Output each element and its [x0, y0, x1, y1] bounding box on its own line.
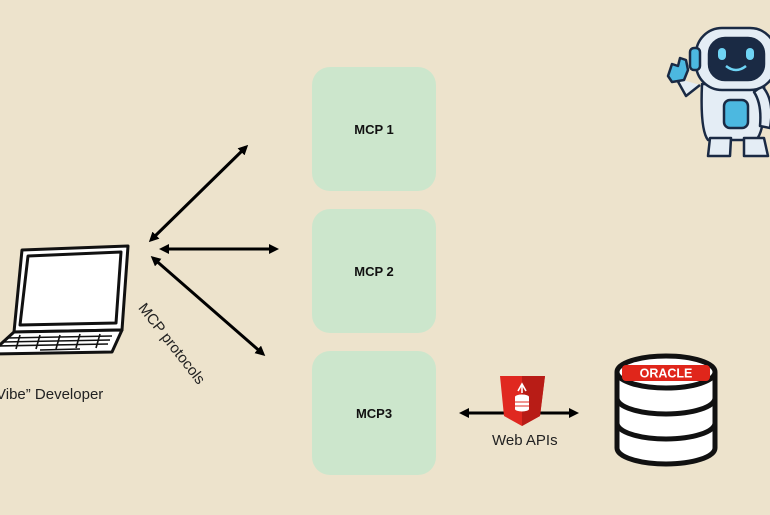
mcp-server-2-label: MCP 2: [354, 263, 394, 279]
mcp-server-1: MCP 1: [312, 67, 436, 191]
oracle-logo-icon: ORACLE: [622, 365, 710, 381]
robot-icon: [666, 26, 770, 158]
mcp-server-3-label: MCP3: [355, 405, 393, 421]
arrow-to-mcp3: [150, 256, 266, 356]
mcp-server-1-label: MCP 1: [354, 121, 394, 137]
api-gateway-icon: [500, 376, 545, 426]
arrow-to-mcp1: [148, 144, 249, 243]
mcp-server-3: MCP3: [312, 351, 436, 475]
web-api-label: Web APIs: [492, 432, 558, 449]
mcp-server-2: MCP 2: [312, 209, 436, 333]
laptop-icon: [0, 244, 130, 356]
developer-label: Vibe” Developer: [0, 386, 104, 403]
svg-text:ORACLE: ORACLE: [640, 367, 693, 381]
